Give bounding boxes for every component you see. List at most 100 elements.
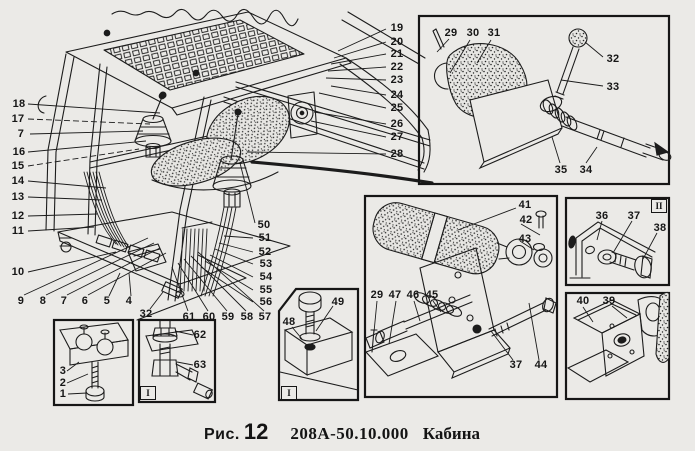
callout-17: 17 xyxy=(11,113,25,125)
inset-bolt-drawing xyxy=(279,291,359,391)
callout-58: 58 xyxy=(240,311,254,323)
callout-47: 47 xyxy=(388,289,402,301)
callout-7: 7 xyxy=(60,295,68,307)
callout-22: 22 xyxy=(390,61,404,73)
callout-29: 29 xyxy=(370,289,384,301)
callout-56: 56 xyxy=(259,296,273,308)
callout-9: 9 xyxy=(17,295,25,307)
callout-2: 2 xyxy=(59,377,67,389)
bracket-flange xyxy=(437,329,511,379)
washer xyxy=(532,242,546,252)
washer-48 xyxy=(299,332,321,342)
nut-37 xyxy=(472,324,482,334)
callout-45: 45 xyxy=(425,289,439,301)
bolt-head xyxy=(85,385,105,397)
lever-knob xyxy=(568,28,588,48)
roof-panel xyxy=(65,11,352,116)
bolt-head xyxy=(634,255,652,279)
callout-41: 41 xyxy=(518,199,532,211)
callout-10: 10 xyxy=(11,266,25,278)
cotter-pin xyxy=(432,28,445,50)
view-marker-II: II xyxy=(651,199,667,213)
inset-roller-drawing xyxy=(59,322,129,402)
inset-lever-drawing xyxy=(432,28,672,170)
callout-36: 36 xyxy=(595,210,609,222)
caption-fig-label: Рис. xyxy=(204,426,240,443)
callout-63: 63 xyxy=(193,359,207,371)
callout-13: 13 xyxy=(11,191,25,203)
callout-26: 26 xyxy=(390,118,404,130)
callout-49: 49 xyxy=(331,296,345,308)
inset-borders xyxy=(52,14,671,407)
callout-48: 48 xyxy=(282,316,296,328)
callout-15: 15 xyxy=(11,160,25,172)
callout-40: 40 xyxy=(576,295,590,307)
cab-assembly xyxy=(37,8,434,321)
callout-7: 7 xyxy=(17,128,25,140)
screw xyxy=(538,215,544,229)
callout-27: 27 xyxy=(390,131,404,143)
inset-lever-box xyxy=(417,14,671,186)
callout-5: 5 xyxy=(103,295,111,307)
callout-44: 44 xyxy=(534,359,548,371)
callout-6: 6 xyxy=(81,295,89,307)
callout-62: 62 xyxy=(193,329,207,341)
seat xyxy=(150,95,290,191)
callout-12: 12 xyxy=(11,210,25,222)
face-plate xyxy=(601,313,645,377)
yoke xyxy=(365,331,385,349)
inset-cylinder-box xyxy=(363,194,559,399)
callout-21: 21 xyxy=(390,48,404,60)
spring xyxy=(542,99,578,131)
spring-rod xyxy=(403,294,473,330)
callout-51: 51 xyxy=(258,232,272,244)
callout-55: 55 xyxy=(259,284,273,296)
bolt-44 xyxy=(488,297,557,337)
callout-46: 46 xyxy=(406,289,420,301)
callout-33: 33 xyxy=(606,81,620,93)
gauge xyxy=(287,91,318,139)
inset-plates-drawing xyxy=(566,291,670,383)
callout-8: 8 xyxy=(39,295,47,307)
callout-53: 53 xyxy=(259,258,273,270)
callout-29: 29 xyxy=(444,27,458,39)
callout-38: 38 xyxy=(653,222,667,234)
torn-edge xyxy=(111,8,299,27)
shaft xyxy=(377,320,408,343)
rod xyxy=(561,116,672,161)
bolt-head xyxy=(298,291,322,305)
inset-valve-box xyxy=(137,318,217,404)
lever-shaft xyxy=(556,46,580,95)
retainer-ring xyxy=(433,62,449,90)
callout-34: 34 xyxy=(579,164,593,176)
inset-cylinder-drawing xyxy=(365,202,557,379)
callout-28: 28 xyxy=(390,148,404,160)
inset-bracket-box xyxy=(564,196,671,287)
rod-eye xyxy=(505,238,533,266)
callout-50: 50 xyxy=(257,219,271,231)
callout-43: 43 xyxy=(518,233,532,245)
inset-bracket-drawing xyxy=(568,221,656,279)
callout-23: 23 xyxy=(390,74,404,86)
callout-52: 52 xyxy=(258,246,272,258)
callout-57: 57 xyxy=(258,311,272,323)
callout-16: 16 xyxy=(12,146,26,158)
callout-20: 20 xyxy=(390,36,404,48)
port-hex xyxy=(187,367,199,383)
callout-39: 39 xyxy=(602,295,616,307)
elbow-body xyxy=(151,359,179,377)
left-lever xyxy=(134,91,172,158)
callout-30: 30 xyxy=(466,27,480,39)
roller xyxy=(75,333,93,351)
beam-sides xyxy=(284,329,353,377)
callout-14: 14 xyxy=(11,175,25,187)
floor-platform xyxy=(57,211,291,321)
figure-caption: Рис. 12 208А-50.10.000 Кабина xyxy=(204,419,480,445)
inset-valve-drawing xyxy=(145,319,214,400)
caption-part-code: 208А-50.10.000 xyxy=(290,424,409,443)
leader-lines xyxy=(23,28,658,395)
callout-18: 18 xyxy=(12,98,26,110)
lower-plate xyxy=(566,349,630,383)
